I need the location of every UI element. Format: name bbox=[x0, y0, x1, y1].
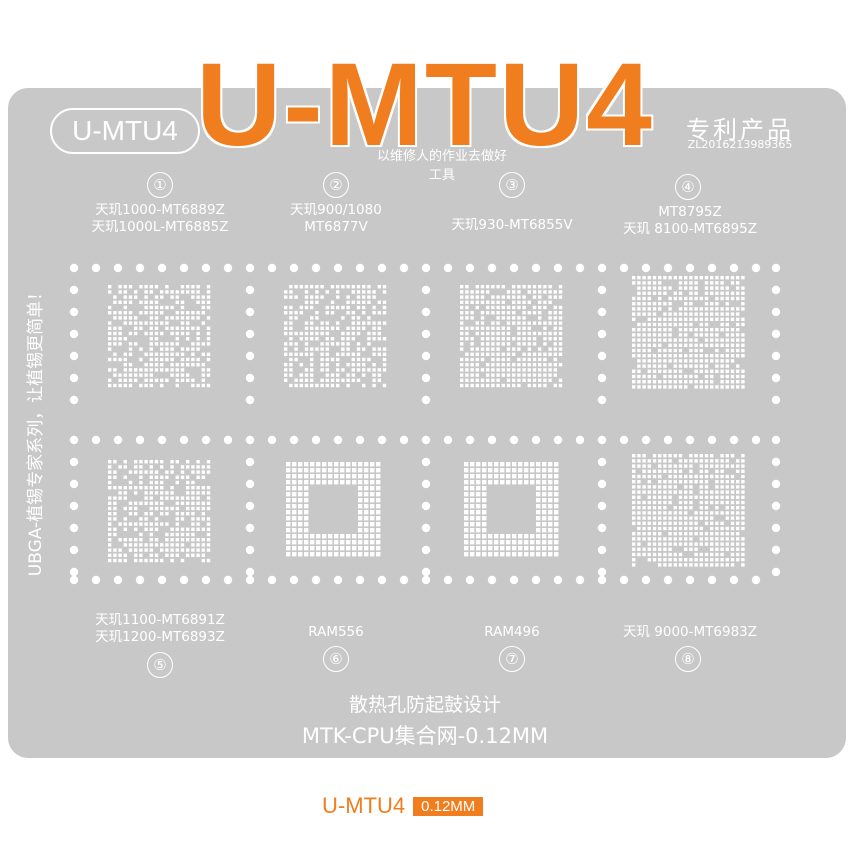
chip-label-4: MT8795Z 天玑 8100-MT6895Z bbox=[590, 204, 790, 238]
chip-label-line: 天玑 8100-MT6895Z bbox=[622, 221, 758, 237]
chip-number-5: ⑤ bbox=[147, 652, 173, 678]
patent-number: ZL2016213989365 bbox=[687, 138, 793, 151]
chip-label-6: RAM556 bbox=[236, 624, 436, 641]
chip-label-line: 天玑930-MT6855V bbox=[451, 217, 573, 233]
chip-number-4: ④ bbox=[675, 174, 701, 200]
chip-label-2: 天玑900/1080 MT6877V bbox=[236, 202, 436, 236]
footer-product-name: U-MTU4 bbox=[322, 793, 406, 818]
chip-label-8: 天玑 9000-MT6983Z bbox=[590, 624, 790, 641]
chip-number-1: ① bbox=[147, 172, 173, 198]
chip-label-line: 天玑900/1080 bbox=[290, 202, 382, 218]
patent-label: 专利产品 bbox=[686, 116, 794, 144]
chip-label-line: MT6877V bbox=[304, 219, 368, 235]
brand-subtitle: 以维修人的作业去做好工具 bbox=[376, 149, 507, 183]
chip-label-line: 天玑1000-MT6889Z bbox=[95, 202, 225, 218]
chip-label-5: 天玑1100-MT6891Z 天玑1200-MT6893Z bbox=[60, 612, 260, 646]
chip-label-line: RAM556 bbox=[308, 624, 364, 640]
footer-thickness-tag: 0.12MM bbox=[413, 796, 484, 816]
chip-label-line: 天玑1100-MT6891Z bbox=[95, 612, 225, 628]
chip-label-line: MT8795Z bbox=[658, 204, 722, 220]
chip-number-8: ⑧ bbox=[675, 646, 701, 672]
chip-number-7: ⑦ bbox=[499, 646, 525, 672]
chip-label-3: 天玑930-MT6855V bbox=[412, 217, 612, 234]
chip-number-2: ② bbox=[323, 172, 349, 198]
chip-label-1: 天玑1000-MT6889Z 天玑1000L-MT6885Z bbox=[60, 202, 260, 236]
stencil-spec: MTK-CPU集合网-0.12MM bbox=[301, 724, 549, 748]
stencil-plate bbox=[8, 88, 846, 758]
model-badge: U-MTU4 bbox=[50, 108, 200, 154]
chip-label-line: 天玑1000L-MT6885Z bbox=[91, 219, 229, 235]
design-note: 散热孔防起鼓设计 bbox=[348, 694, 501, 716]
product-title: U-MTU4 bbox=[196, 39, 654, 171]
chip-label-line: 天玑 9000-MT6983Z bbox=[622, 624, 758, 640]
chip-label-line: RAM496 bbox=[484, 624, 540, 640]
chip-number-3: ③ bbox=[499, 172, 525, 198]
footer-caption: U-MTU4 0.12MM bbox=[322, 793, 484, 819]
chip-label-line: 天玑1200-MT6893Z bbox=[95, 629, 225, 645]
chip-number-6: ⑥ bbox=[323, 646, 349, 672]
chip-label-7: RAM496 bbox=[412, 624, 612, 641]
